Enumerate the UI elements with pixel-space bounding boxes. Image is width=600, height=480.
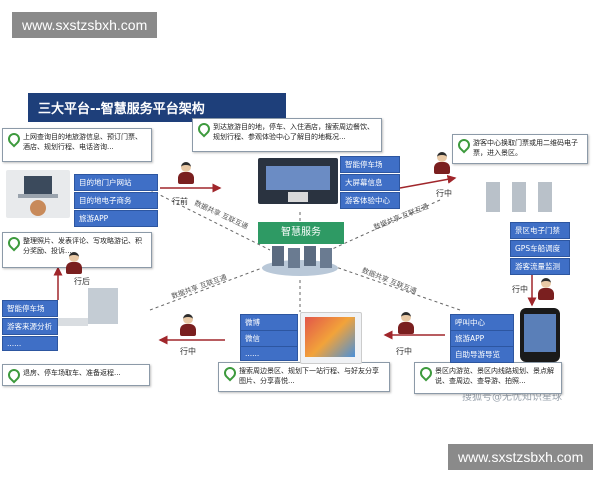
note-leave-text: 退房、停车场取车、准备返程... <box>23 369 121 377</box>
traveler-icon <box>64 252 84 274</box>
visitor-center-image <box>258 158 338 204</box>
laptop-user-image <box>6 170 70 218</box>
tag-more-social: ...... <box>240 346 298 361</box>
tag-travel-app-2: 旅游APP <box>450 330 514 347</box>
tag-big-screen: 大屏幕信息 <box>340 174 400 191</box>
tag-source-analysis: 游客来源分析 <box>2 318 58 335</box>
tag-visitor-center: 游客体验中心 <box>340 192 400 209</box>
tag-ecommerce: 目的地电子商务 <box>74 192 158 209</box>
location-pin-icon <box>5 234 23 252</box>
stage-during-2: 行中 <box>512 285 528 294</box>
server-cluster-icon <box>262 246 338 278</box>
turnstile-gate-image <box>480 174 560 214</box>
note-plan: 上网查询目的地旅游信息、预订门票、酒店、规划行程、电话咨询... <box>2 128 152 162</box>
location-pin-icon <box>455 136 473 154</box>
note-plan-text: 上网查询目的地旅游信息、预订门票、酒店、规划行程、电话咨询... <box>23 133 142 151</box>
note-search-text: 搜索周边景区、规划下一站行程、与好友分享图片、分享喜悦... <box>239 367 379 385</box>
tag-more-after: ...... <box>2 336 58 351</box>
stage-during-1: 行中 <box>436 189 452 198</box>
location-pin-icon <box>195 120 213 138</box>
stage-during-4: 行中 <box>180 347 196 356</box>
tag-self-guide: 自助导游导览 <box>450 346 514 363</box>
center-service-label: 智慧服务 <box>258 222 344 244</box>
note-leave: 退房、停车场取车、准备返程... <box>2 364 150 386</box>
stage-after: 行后 <box>74 277 90 286</box>
source-watermark: 搜狐号@无忧知识星球 <box>462 392 562 403</box>
traveler-icon <box>536 278 556 300</box>
traveler-icon <box>176 162 196 184</box>
watermark-top: www.sxstzsbxh.com <box>12 12 158 38</box>
tag-smart-parking-2: 智能停车场 <box>2 300 58 317</box>
traveler-icon <box>432 152 452 174</box>
traveler-icon <box>396 312 416 334</box>
tag-wechat: 微信 <box>240 330 298 347</box>
watermark-bottom: www.sxstzsbxh.com <box>448 444 594 470</box>
tag-weibo: 微博 <box>240 314 298 331</box>
location-pin-icon <box>5 130 23 148</box>
note-arrive: 到达旅游目的地，停车、入住酒店，搜索周边餐饮、规划行程、参观体验中心了解目的地概… <box>192 118 382 152</box>
location-pin-icon <box>417 364 435 382</box>
diagram-title: 三大平台--智慧服务平台架构 <box>28 93 286 122</box>
note-ticket: 游客中心换取门票或用二维码电子票，进入景区。 <box>452 134 588 164</box>
tag-destination-portal: 目的地门户网站 <box>74 174 158 191</box>
note-ticket-text: 游客中心换取门票或用二维码电子票，进入景区。 <box>473 139 578 157</box>
tag-smart-parking: 智能停车场 <box>340 156 400 173</box>
tag-travel-app: 旅游APP <box>74 210 158 227</box>
note-share-text: 整理照片、发表评论、写攻略游记、积分奖励、投诉... <box>23 237 142 255</box>
tag-flow-monitor: 游客流量监测 <box>510 258 570 275</box>
stage-during-3: 行中 <box>396 347 412 356</box>
location-pin-icon <box>5 366 23 384</box>
note-tour: 景区内游览、景区内线路规划、景点解说、查周边、查导游、拍照... <box>414 362 562 394</box>
tag-gps-dispatch: GPS车船调度 <box>510 240 570 257</box>
note-search: 搜索周边景区、规划下一站行程、与好友分享图片、分享喜悦... <box>218 362 390 392</box>
location-pin-icon <box>221 364 239 382</box>
note-tour-text: 景区内游览、景区内线路规划、景点解说、查周边、查导游、拍照... <box>435 367 554 385</box>
tag-e-gate: 景区电子门禁 <box>510 222 570 239</box>
traveler-icon <box>178 314 198 336</box>
mobile-app-screen-image <box>300 312 362 364</box>
stage-before: 行前 <box>172 197 188 206</box>
tag-call-center: 呼叫中心 <box>450 314 514 331</box>
note-arrive-text: 到达旅游目的地，停车、入住酒店，搜索周边餐饮、规划行程、参观体验中心了解目的地概… <box>213 123 374 141</box>
smartphone-image <box>520 308 560 362</box>
